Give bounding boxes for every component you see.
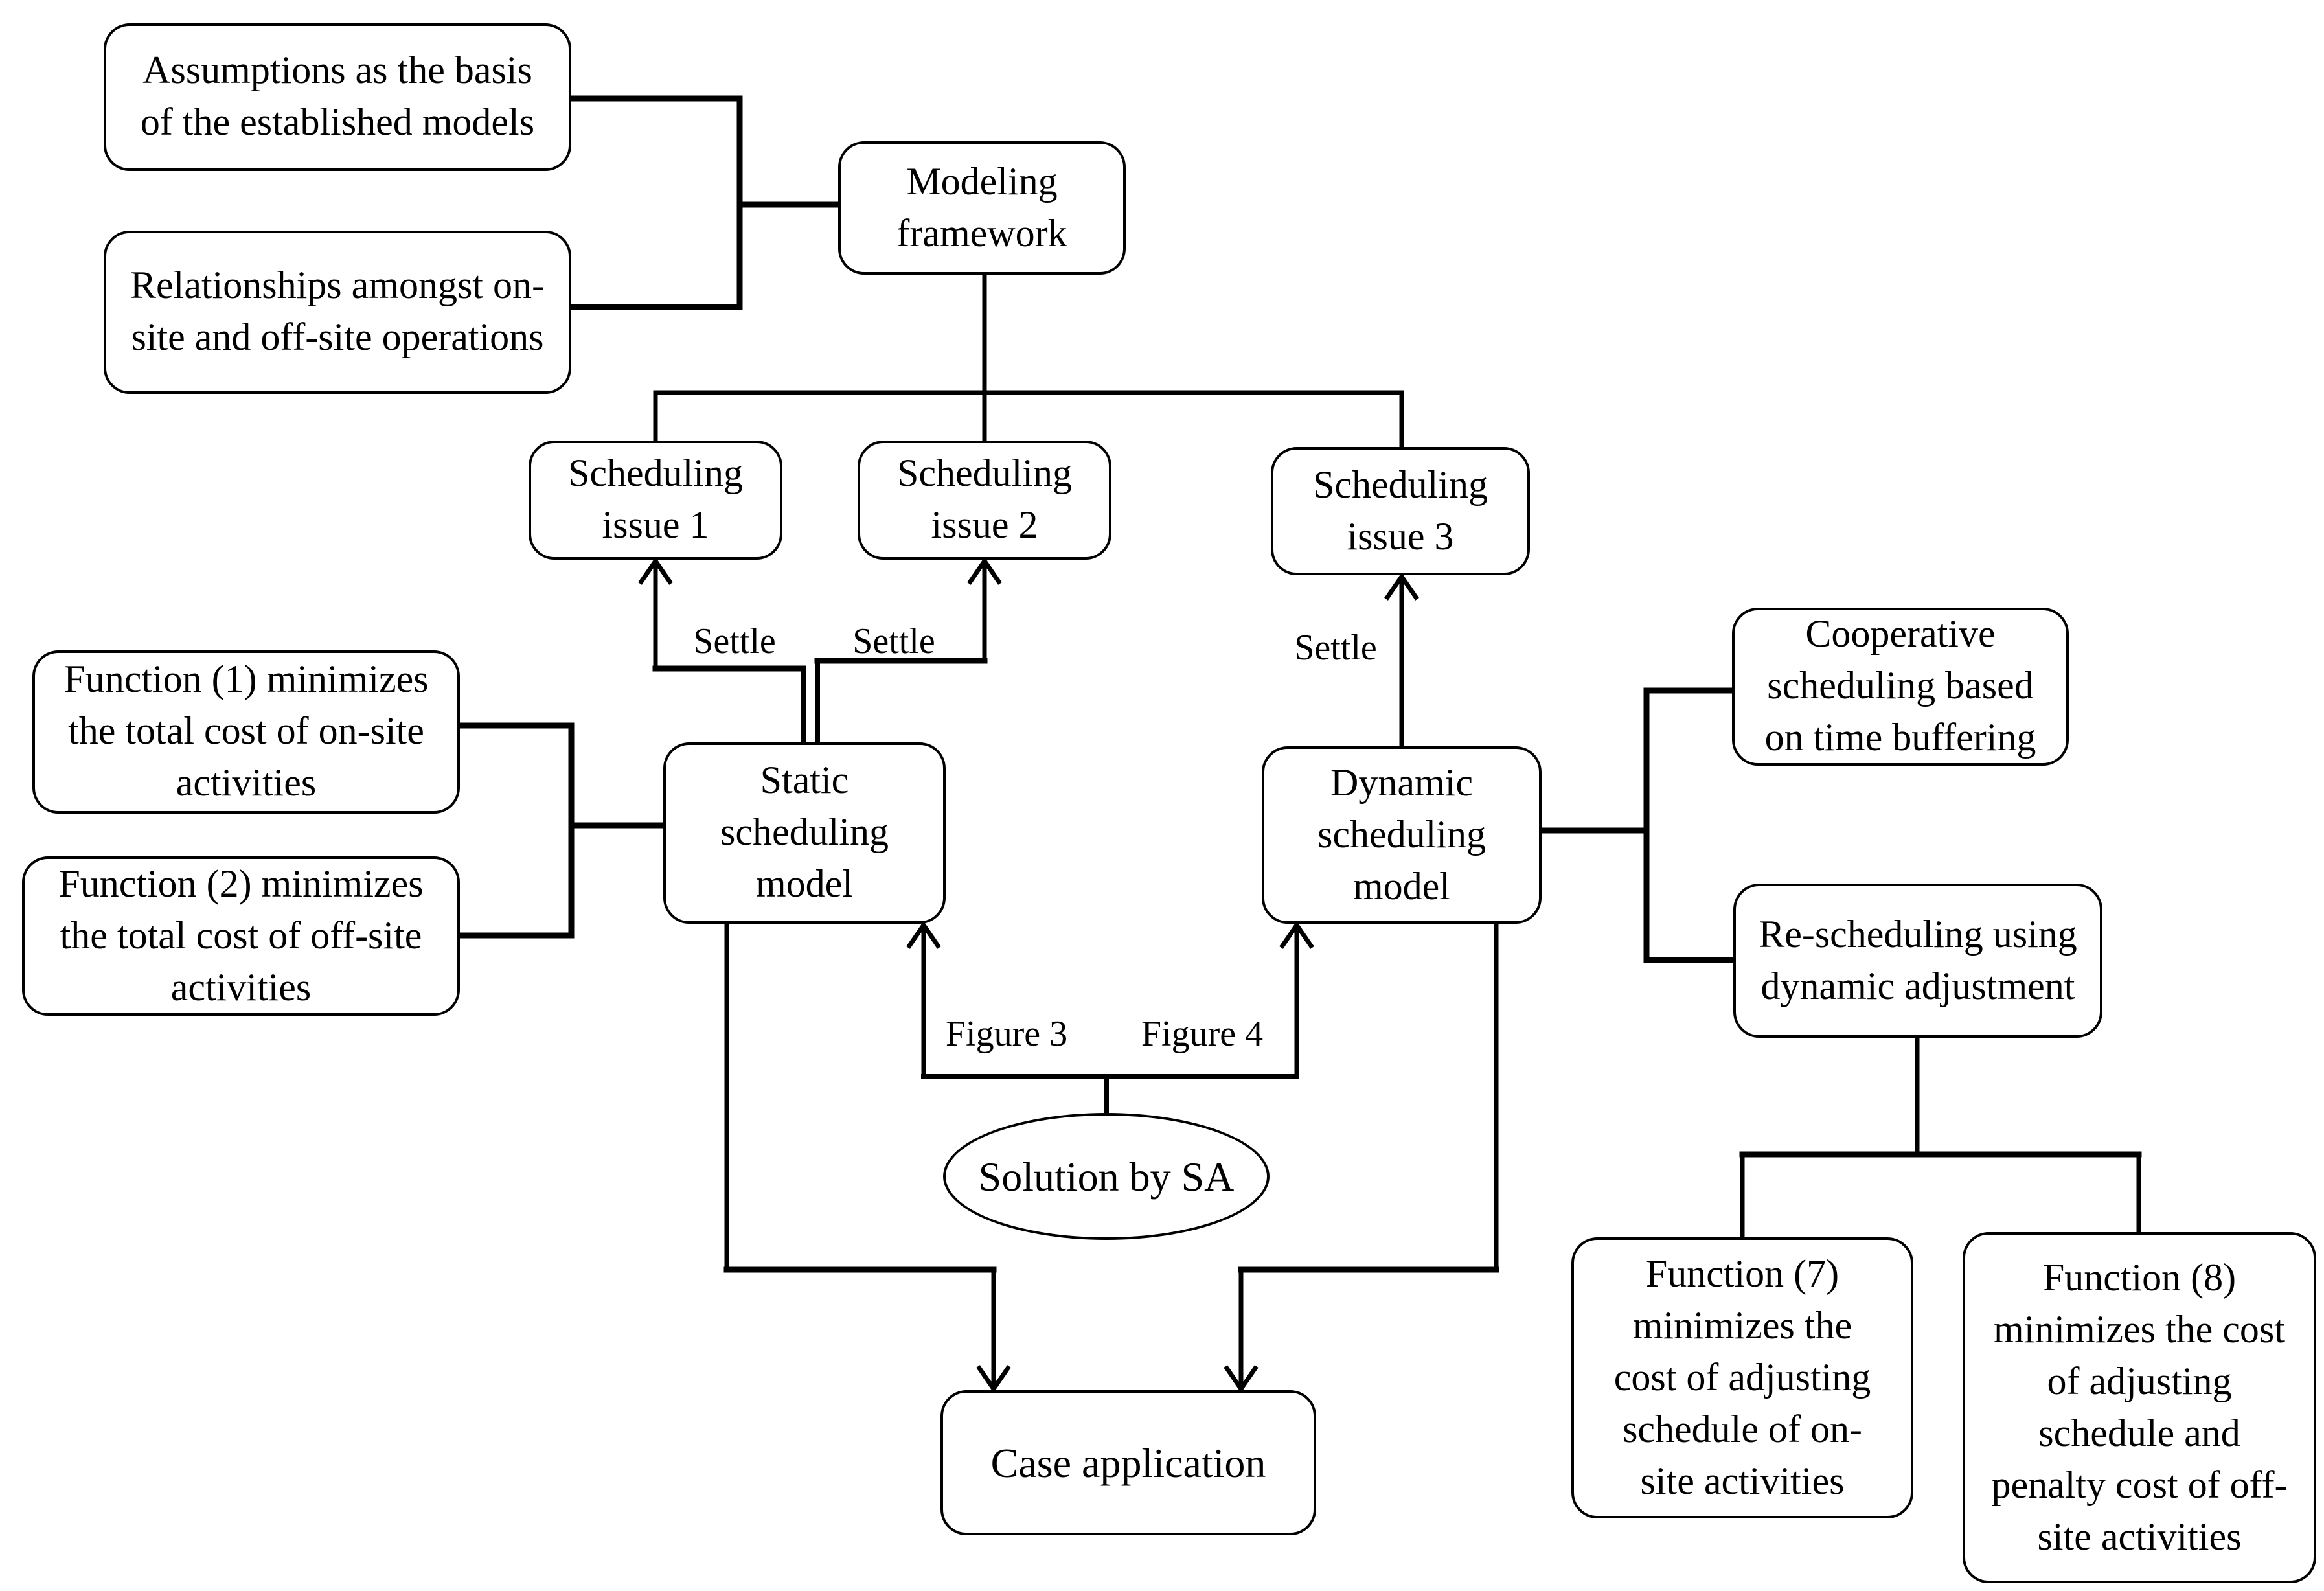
node-function-7: Function (7) minimizes the cost of adjus… xyxy=(1571,1237,1913,1518)
node-scheduling-issue-3: Scheduling issue 3 xyxy=(1271,447,1530,575)
node-function-7-label: Function (7) minimizes the cost of adjus… xyxy=(1613,1252,1871,1502)
edge-dynamic-settle-issue-3 xyxy=(1384,572,1419,749)
edge-dynamic-to-right-bracket xyxy=(1538,687,1737,963)
edge-solution-sa-to-models xyxy=(906,921,1314,1117)
node-dynamic-scheduling-model: Dynamic scheduling model xyxy=(1262,746,1542,924)
node-scheduling-issue-1-label: Scheduling issue 1 xyxy=(568,452,743,547)
node-cooperative-scheduling-label: Cooperative scheduling based on time buf… xyxy=(1764,613,2036,759)
arrowhead-up-dynamic xyxy=(1279,921,1314,949)
edge-label-figure-4: Figure 4 xyxy=(1141,1014,1264,1055)
node-modeling-framework-label: Modeling framework xyxy=(896,160,1067,255)
node-modeling-framework: Modeling framework xyxy=(838,141,1126,275)
node-function-8: Function (8) minimizes the cost of adjus… xyxy=(1963,1232,2316,1583)
arrowhead-up-static xyxy=(906,921,941,949)
node-relationships-label: Relationships amongst on-site and off-si… xyxy=(130,264,545,359)
edge-label-settle-2: Settle xyxy=(852,622,935,662)
edge-static-settle-issue-1 xyxy=(638,556,806,745)
node-function-2: Function (2) minimizes the total cost of… xyxy=(22,856,460,1016)
arrowhead-down-case-left xyxy=(976,1365,1011,1393)
node-function-2-label: Function (2) minimizes the total cost of… xyxy=(58,862,424,1009)
edge-label-figure-3: Figure 3 xyxy=(945,1014,1068,1055)
arrowhead-up-issue-2 xyxy=(967,556,1002,585)
node-function-8-label: Function (8) minimizes the cost of adjus… xyxy=(1991,1256,2288,1558)
edge-label-settle-1: Settle xyxy=(693,622,776,662)
node-solution-by-sa: Solution by SA xyxy=(943,1113,1270,1240)
edge-static-to-case-application xyxy=(723,921,1011,1393)
node-function-1: Function (1) minimizes the total cost of… xyxy=(32,650,460,814)
node-solution-by-sa-label: Solution by SA xyxy=(978,1153,1235,1200)
node-rescheduling-label: Re-scheduling using dynamic adjustment xyxy=(1759,913,2077,1007)
edge-static-settle-issue-2 xyxy=(814,556,1002,745)
node-static-scheduling-model-label: Static scheduling model xyxy=(720,759,889,906)
node-rescheduling: Re-scheduling using dynamic adjustment xyxy=(1733,884,2102,1038)
node-relationships: Relationships amongst on-site and off-si… xyxy=(104,231,571,394)
node-assumptions: Assumptions as the basis of the establis… xyxy=(104,23,571,171)
edge-label-settle-3: Settle xyxy=(1294,628,1377,669)
node-scheduling-issue-2-label: Scheduling issue 2 xyxy=(897,452,1072,547)
edge-rescheduling-to-functions xyxy=(1739,1035,2142,1240)
node-static-scheduling-model: Static scheduling model xyxy=(663,742,946,924)
edge-functions-to-static-model xyxy=(457,722,666,939)
node-assumptions-label: Assumptions as the basis of the establis… xyxy=(140,49,535,144)
edge-modeling-to-scheduling-issues xyxy=(653,272,1404,450)
node-cooperative-scheduling: Cooperative scheduling based on time buf… xyxy=(1732,608,2069,766)
node-function-1-label: Function (1) minimizes the total cost of… xyxy=(63,658,429,805)
node-scheduling-issue-2: Scheduling issue 2 xyxy=(858,441,1111,560)
arrowhead-down-case-right xyxy=(1224,1365,1259,1393)
node-scheduling-issue-3-label: Scheduling issue 3 xyxy=(1313,463,1488,558)
node-scheduling-issue-1: Scheduling issue 1 xyxy=(529,441,782,560)
node-dynamic-scheduling-model-label: Dynamic scheduling model xyxy=(1317,761,1486,908)
arrowhead-up-issue-1 xyxy=(638,556,673,585)
node-case-application: Case application xyxy=(940,1390,1316,1535)
arrowhead-up-issue-3 xyxy=(1384,572,1419,601)
edge-dynamic-to-case-application xyxy=(1224,921,1499,1393)
node-case-application-label: Case application xyxy=(990,1439,1266,1486)
edge-inputs-to-modeling-framework xyxy=(568,95,841,310)
